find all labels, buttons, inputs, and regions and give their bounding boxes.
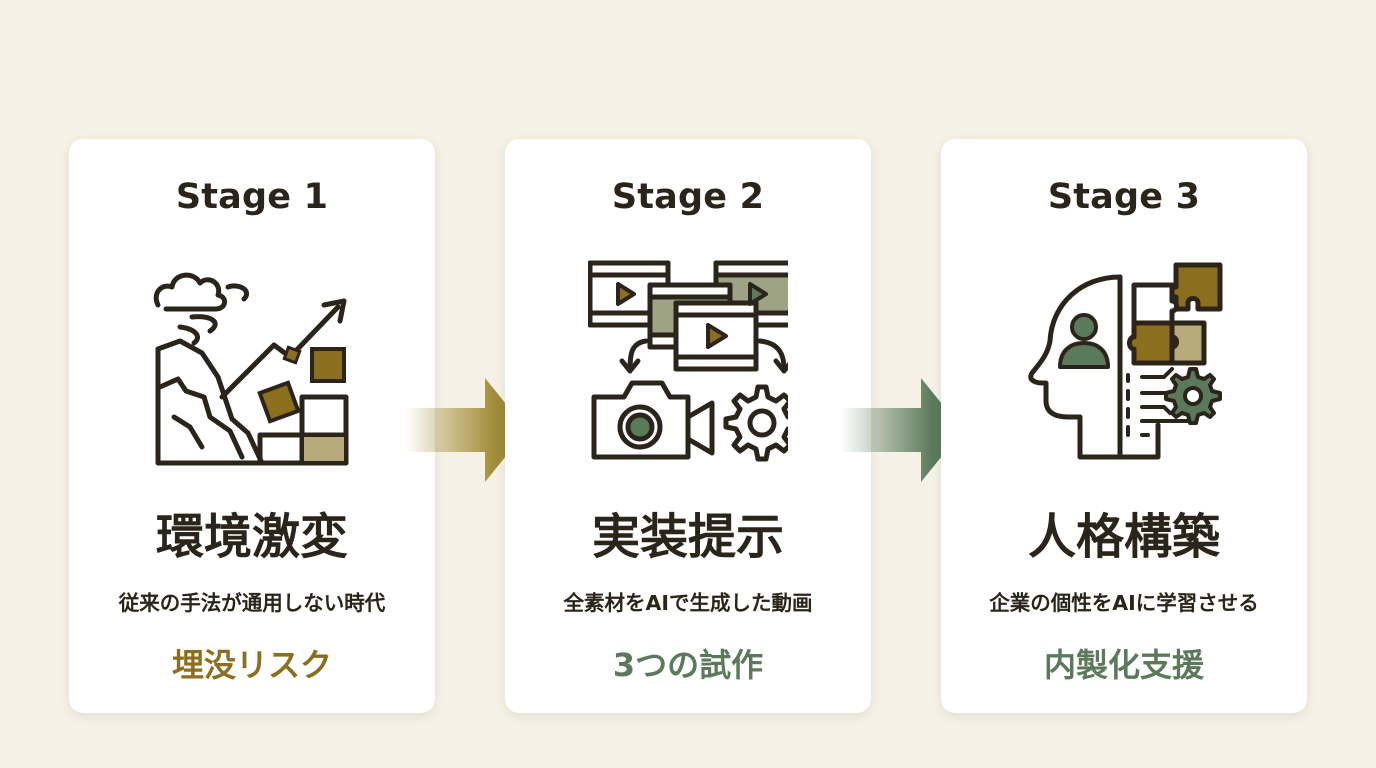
stage-keyword: 内製化支援	[1043, 646, 1204, 684]
arrow-right-icon	[405, 378, 527, 482]
stage-title: 実装提示	[591, 509, 784, 565]
ai-persona-icon	[1028, 262, 1223, 460]
stage-label: Stage 3	[1047, 177, 1201, 217]
stage-card-3: Stage 3 人格構築	[941, 139, 1307, 713]
stage-card-1: Stage 1 環境激変 従来の手法が通用しない時代 埋没リスク	[69, 139, 435, 713]
stage-keyword: 3つの試作	[612, 646, 764, 684]
stage-keyword: 埋没リスク	[171, 646, 332, 684]
stage-title: 環境激変	[155, 509, 348, 565]
stage-description: 従来の手法が通用しない時代	[118, 591, 386, 615]
arrow-right-icon	[841, 378, 963, 482]
stage-title: 人格構築	[1027, 509, 1220, 565]
disruption-growth-icon	[153, 272, 349, 466]
stage-description: 企業の個性をAIに学習させる	[989, 591, 1259, 615]
stage-label: Stage 1	[175, 177, 329, 217]
video-production-icon	[588, 260, 788, 462]
stage-description: 全素材をAIで生成した動画	[563, 591, 813, 615]
stage-card-2: Stage 2	[505, 139, 871, 713]
stage-label: Stage 2	[611, 177, 765, 217]
